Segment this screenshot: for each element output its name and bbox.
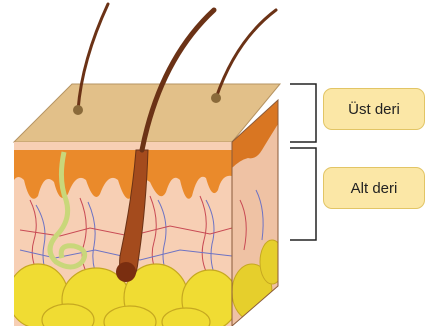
bracket-upper-layer	[290, 84, 316, 142]
hair-bulb	[116, 262, 136, 282]
lower-layer-label-text: Alt deri	[351, 180, 398, 197]
pore-left	[73, 105, 83, 115]
upper-layer-label-text: Üst deri	[348, 101, 400, 118]
pore-right	[211, 93, 221, 103]
bracket-lower-layer	[290, 148, 316, 240]
lower-layer-label: Alt deri	[323, 167, 425, 209]
upper-layer-label: Üst deri	[323, 88, 425, 130]
